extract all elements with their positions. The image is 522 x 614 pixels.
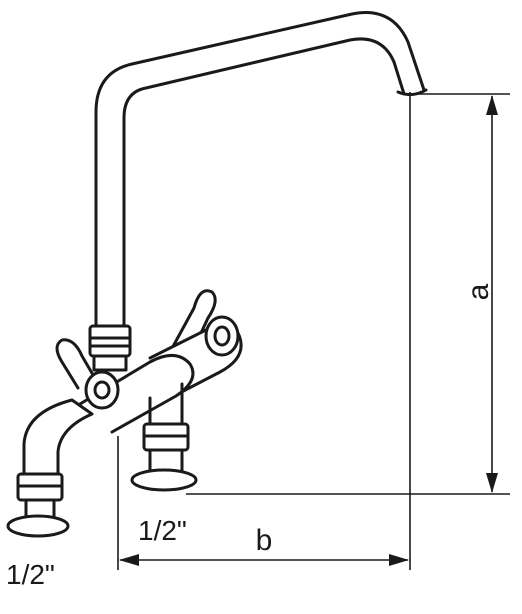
cross-body: [68, 354, 195, 434]
rear-lever: [168, 289, 217, 354]
rear-valve-cap: [204, 315, 240, 357]
front-lever: [55, 338, 98, 390]
inlet-size-front-label: 1/2": [6, 559, 55, 590]
front-elbow: [22, 398, 94, 476]
inlet-size-rear-label: 1/2": [138, 515, 187, 546]
spout-outer: [94, 11, 426, 332]
spout-inner: [122, 37, 406, 332]
rear-flange: [130, 468, 198, 492]
rear-leg: [148, 382, 184, 428]
dim-a-label: a: [462, 283, 495, 300]
front-valve-cap: [84, 370, 120, 410]
spout-tip: [396, 88, 428, 97]
spout-collar: [88, 324, 132, 358]
front-flange: [6, 514, 70, 538]
dim-b-label: b: [256, 524, 273, 557]
